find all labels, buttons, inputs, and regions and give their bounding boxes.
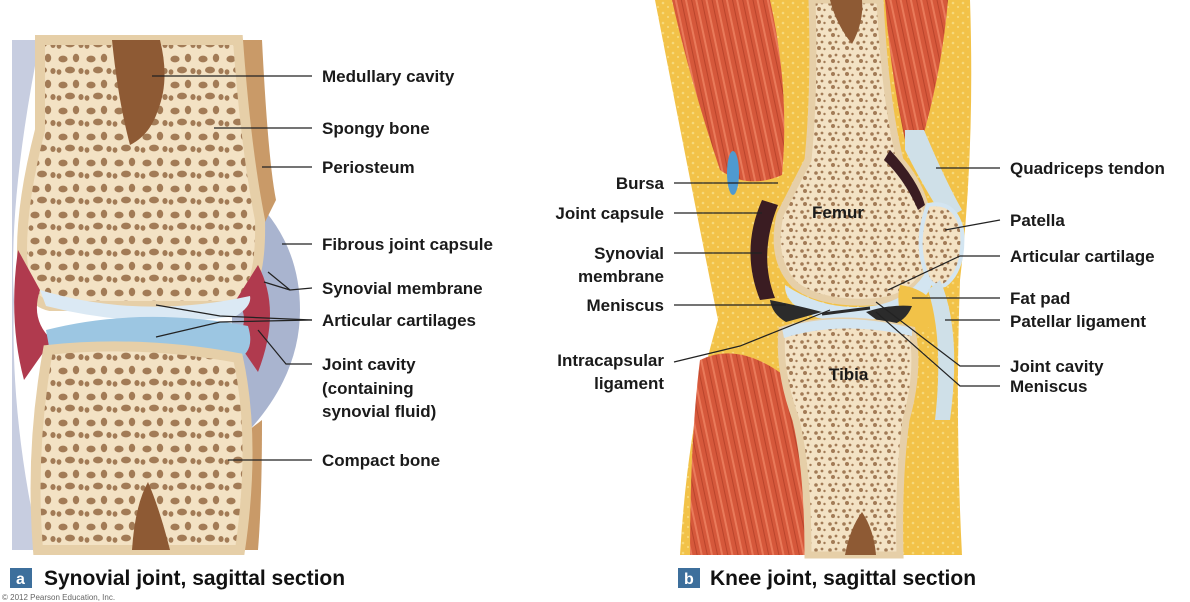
- quadriceps-muscle: [885, 0, 948, 140]
- panel-a-badge-letter: a: [16, 571, 25, 588]
- label-fibrous-joint-capsule: Fibrous joint capsule: [322, 235, 493, 254]
- fat-pad: [898, 285, 940, 329]
- label-synovial-membrane-line2: membrane: [578, 267, 664, 286]
- label-tibia: Tibia: [829, 365, 869, 384]
- panel-b-badge: [678, 568, 700, 588]
- label-medullary-cavity: Medullary cavity: [322, 67, 455, 86]
- tibia-marrow: [845, 512, 876, 555]
- meniscus-anterior: [866, 305, 912, 326]
- label-joint-capsule: Joint capsule: [555, 204, 664, 223]
- upper-articular-cartilage: [40, 290, 251, 322]
- panel-b-badge-letter: b: [684, 571, 694, 588]
- quadriceps-tendon: [905, 130, 962, 220]
- label-spongy-bone: Spongy bone: [322, 119, 430, 138]
- intracapsular-ligament: [821, 306, 871, 316]
- label-patellar-ligament: Patellar ligament: [1010, 312, 1146, 331]
- label-joint-cavity-line3: synovial fluid): [322, 402, 436, 421]
- lower-bone: [30, 341, 253, 555]
- label-fat-pad: Fat pad: [1010, 289, 1070, 308]
- label-synovial-membrane-line1: Synovial: [594, 244, 664, 263]
- synovial-membrane: [14, 250, 52, 380]
- lower-marrow: [132, 482, 170, 550]
- panel-b-illustration: [655, 0, 972, 559]
- label-periosteum: Periosteum: [322, 158, 415, 177]
- label-synovial-membrane: Synovial membrane: [322, 279, 483, 298]
- knee-synovial-membrane-anterior: [884, 150, 925, 210]
- panel-b-caption-text: Knee joint, sagittal section: [710, 567, 976, 590]
- bursa: [727, 151, 739, 195]
- posterior-muscle-upper: [672, 0, 785, 182]
- panel-a-labels: Medullary cavity Spongy bone Periosteum …: [322, 67, 493, 470]
- label-compact-bone: Compact bone: [322, 451, 440, 470]
- knee-synovial-membrane: [750, 200, 778, 300]
- femur-marrow: [830, 0, 863, 44]
- copyright-footer: © 2012 Pearson Education, Inc.: [2, 593, 115, 602]
- label-quadriceps-tendon: Quadriceps tendon: [1010, 159, 1165, 178]
- label-bursa: Bursa: [616, 174, 665, 193]
- label-patella: Patella: [1010, 211, 1065, 230]
- label-femur: Femur: [812, 203, 864, 222]
- patella: [918, 202, 965, 288]
- label-intracapsular-line2: ligament: [594, 374, 664, 393]
- panel-b-labels: Bursa Joint capsule Synovial membrane Me…: [555, 159, 1165, 396]
- label-meniscus-left: Meniscus: [587, 296, 664, 315]
- fibrous-joint-capsule: [12, 40, 40, 550]
- panel-b-caption: b Knee joint, sagittal section: [678, 567, 976, 590]
- panel-a-illustration: [12, 35, 300, 555]
- panel-a-badge: [10, 568, 32, 588]
- label-joint-cavity-line2: (containing: [322, 379, 414, 398]
- panel-a-leaders: [152, 75, 313, 461]
- label-articular-cartilages: Articular cartilages: [322, 311, 476, 330]
- femur: [773, 0, 935, 306]
- label-intracapsular-line1: Intracapsular: [557, 351, 664, 370]
- label-joint-cavity-line1: Joint cavity: [322, 355, 416, 374]
- panel-b-leaders: [673, 167, 1001, 387]
- label-articular-cartilage: Articular cartilage: [1010, 247, 1155, 266]
- panel-a-caption: a Synovial joint, sagittal section © 201…: [2, 567, 345, 602]
- label-meniscus-right: Meniscus: [1010, 377, 1087, 396]
- patellar-ligament: [928, 280, 955, 420]
- femur-articular-cartilage: [784, 260, 934, 321]
- medullary-cavity: [112, 40, 165, 145]
- label-joint-cavity: Joint cavity: [1010, 357, 1104, 376]
- tibia-articular-cartilage: [782, 319, 912, 338]
- panel-a-caption-text: Synovial joint, sagittal section: [44, 567, 345, 590]
